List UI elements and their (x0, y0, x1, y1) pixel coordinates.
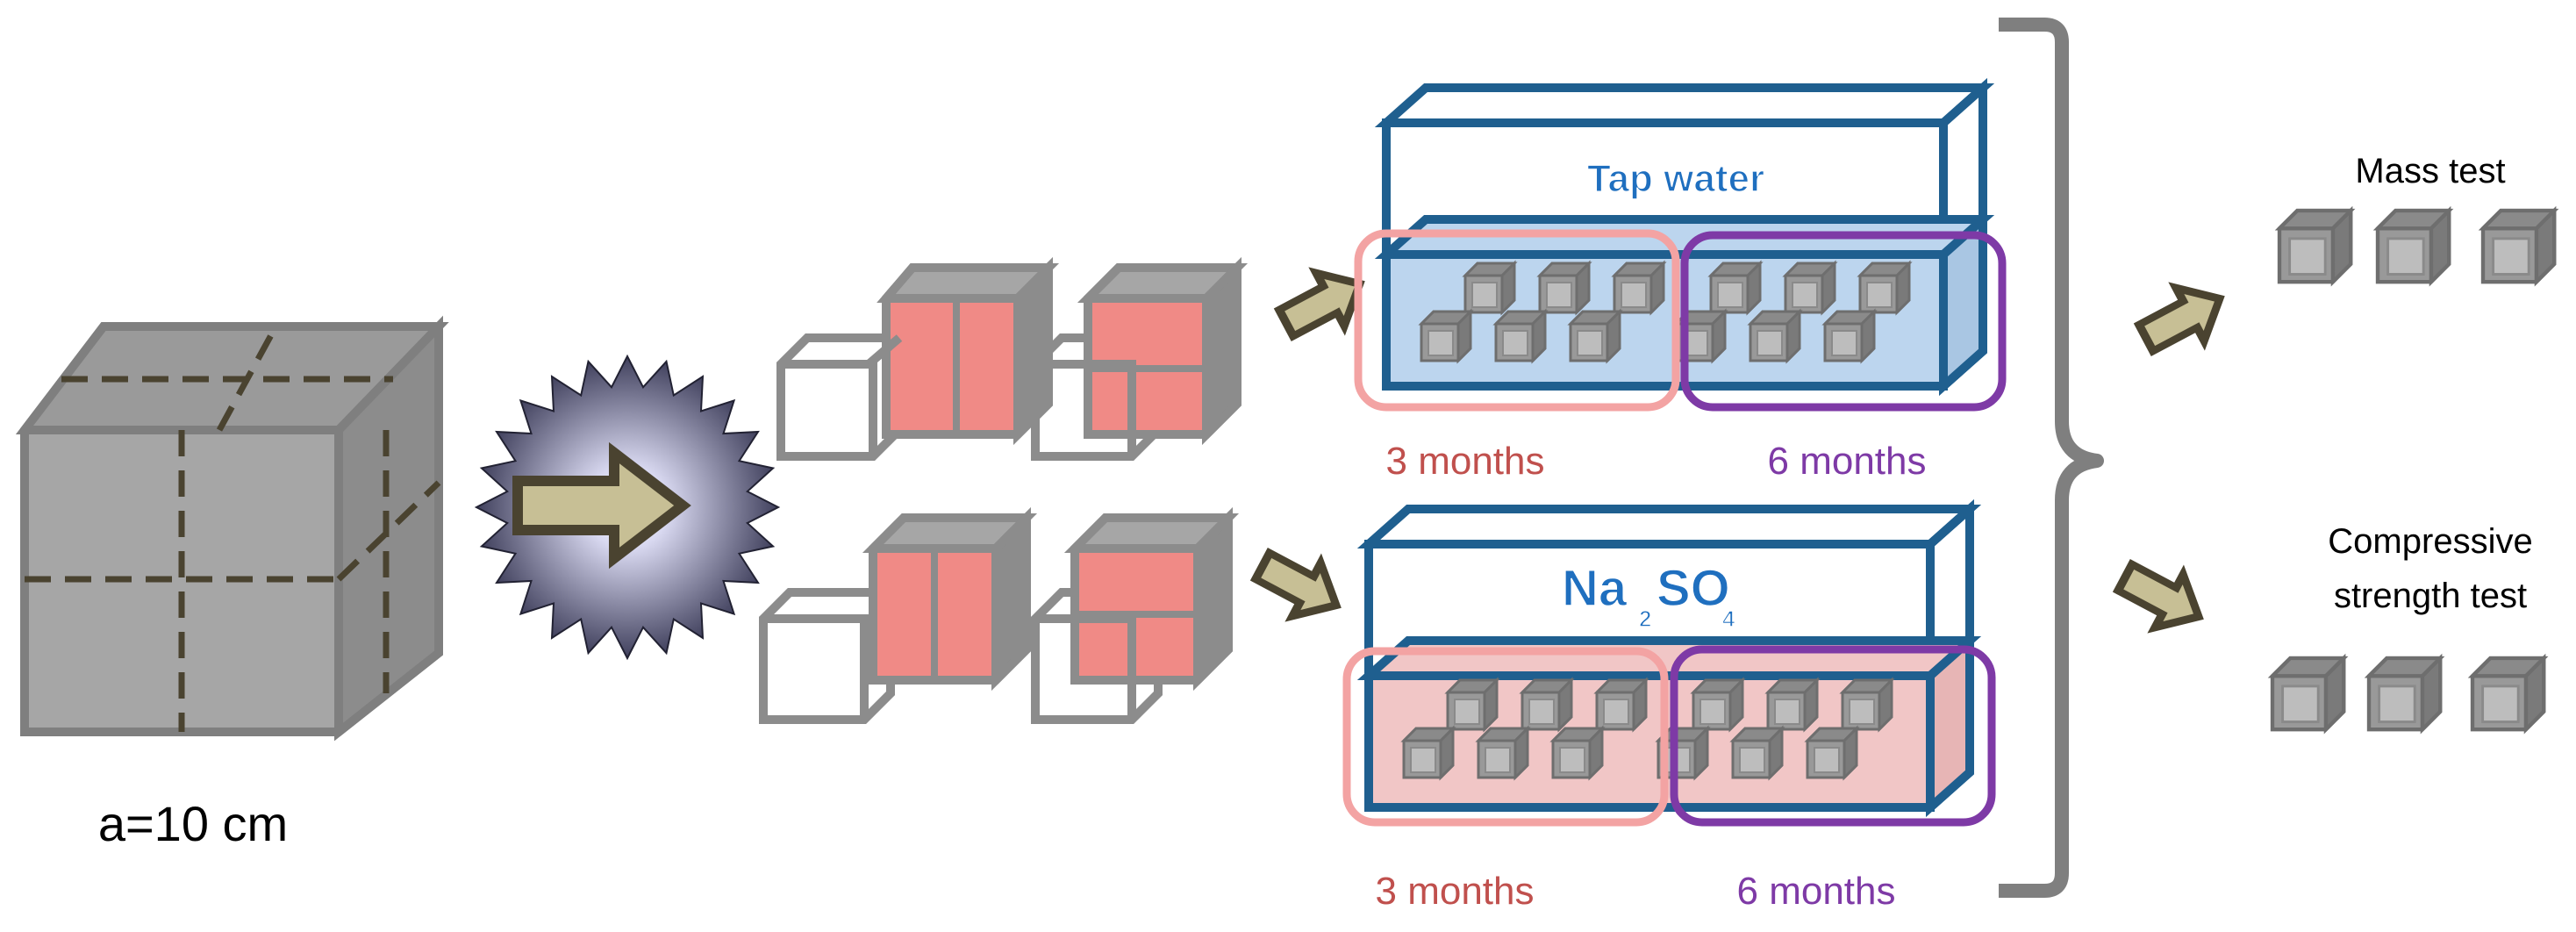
compressive-test-specimens (2272, 658, 2544, 729)
cut-specimens (759, 256, 1249, 724)
box-3-months-sulfate (1342, 647, 1669, 827)
specimen-bottom-right (1031, 506, 1240, 724)
source-cube (15, 315, 449, 742)
sulfate-label-sub-2: 2 (1639, 606, 1651, 632)
mass-test-label: Mass test (2355, 152, 2505, 190)
cut-arrow-icon (512, 441, 691, 570)
duration-3-months-tap: 3 months (1386, 440, 1545, 483)
sulfate-label-sub-4: 4 (1722, 606, 1735, 632)
arrow-to-compressive-test-icon (2111, 551, 2213, 643)
duration-6-months-tap: 6 months (1768, 440, 1927, 483)
specimen-bottom-left (759, 506, 1038, 724)
grouping-bracket (1999, 18, 2104, 898)
specimen-top-right (1031, 256, 1249, 461)
cut-lines (25, 332, 441, 732)
tank-label-sulfate: Na 2 SO 4 (1561, 559, 1736, 633)
sulfate-tank: Na 2 SO 4 (1342, 498, 1996, 827)
box-3-months-tap (1354, 229, 1680, 412)
compressive-test-label-line2: strength test (2334, 577, 2527, 615)
duration-6-months-sulfate: 6 months (1737, 870, 1896, 913)
tap-water-tank: Tap water (1354, 77, 2007, 412)
mass-test-specimens (2279, 211, 2554, 282)
duration-3-months-sulfate: 3 months (1376, 870, 1535, 913)
sulfate-label-na: Na (1562, 560, 1628, 617)
specimen-top-left (776, 256, 1060, 461)
box-6-months-tap (1680, 231, 2007, 412)
box-6-months-sulfate (1670, 645, 1996, 827)
arrow-to-sulfate-icon (1249, 540, 1350, 632)
compressive-test-label-line1: Compressive (2328, 522, 2532, 561)
tank-label-tap-water: Tap water (1587, 157, 1764, 200)
arrow-to-mass-test-icon (2132, 272, 2234, 364)
sulfate-label-so: SO (1657, 560, 1730, 617)
cube-size-label: a=10 cm (98, 796, 288, 851)
